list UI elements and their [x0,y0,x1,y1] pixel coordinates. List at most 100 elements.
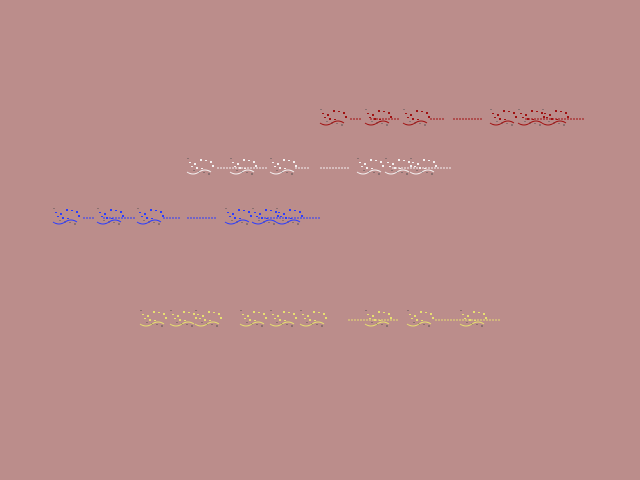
glyph-mark [286,324,288,325]
glyph-mark [321,325,323,327]
glyph-mark [184,320,186,321]
glyph-cluster [384,158,412,175]
glyph-mark [485,317,487,319]
glyph-mark [341,124,343,126]
glyph-mark [381,324,383,325]
glyph-mark [150,209,152,211]
glyph-mark [97,208,99,209]
glyph-mark [563,124,565,126]
glyph-mark [365,310,367,311]
glyph-mark [506,123,508,124]
glyph-mark [405,113,407,114]
glyph-mark [333,110,335,112]
glyph-mark [253,311,255,313]
glyph-mark [216,325,218,327]
glyph-mark [318,312,320,313]
glyph-mark [120,211,122,213]
glyph-mark [273,223,275,225]
glyph-mark [265,209,267,211]
glyph-mark [255,165,257,167]
glyph-mark [416,110,418,112]
glyph-mark [194,163,196,165]
glyph-mark [428,325,430,327]
glyph-mark [293,161,295,163]
glyph-mark [304,318,306,319]
glyph-mark [149,319,151,321]
glyph-mark [371,121,373,122]
glyph-mark [78,215,80,217]
glyph-mark [283,213,285,215]
glyph-mark [372,315,374,317]
glyph-mark [481,325,483,327]
glyph-mark [357,158,359,159]
glyph-mark [421,320,423,321]
glyph-mark [387,162,389,163]
glyph-mark [282,220,284,221]
glyph-cluster [541,109,569,126]
glyph-mark [275,211,277,213]
glyph-mark [288,312,290,313]
glyph-mark [492,113,494,114]
glyph-mark [293,313,295,315]
glyph-mark [365,109,367,110]
glyph-mark [122,215,124,217]
glyph-mark [364,163,366,165]
glyph-mark [250,215,252,217]
glyph-cluster [406,310,434,327]
glyph-mark [419,167,421,169]
glyph-mark [423,159,425,161]
glyph-mark [476,324,478,325]
glyph-mark [189,162,191,163]
glyph-mark [243,159,245,161]
glyph-mark [147,315,149,317]
glyph-mark [232,162,234,163]
glyph-mark [373,172,375,173]
glyph-curve [299,321,325,327]
glyph-mark [258,220,260,221]
glyph-mark [170,310,172,311]
glyph-curve [356,169,382,175]
glyph-mark [244,168,246,169]
glyph-mark [201,168,203,169]
glyph-curve [169,321,195,327]
glyph-mark [253,161,255,163]
glyph-mark [237,163,239,165]
glyph-mark [270,210,272,211]
glyph-mark [213,312,215,313]
glyph-mark [156,324,158,325]
glyph-mark [363,170,365,171]
glyph-mark [249,319,251,321]
glyph-mark [276,208,278,209]
glyph-mark [268,222,270,223]
glyph-mark [409,121,411,122]
glyph-mark [74,223,76,225]
glyph-mark [179,319,181,321]
glyph-mark [515,116,517,118]
glyph-curve [275,219,301,225]
glyph-cluster [96,208,124,225]
glyph-mark [551,118,553,120]
glyph-cluster [319,109,347,126]
glyph-mark [106,217,108,219]
glyph-mark [555,110,557,112]
glyph-mark [183,311,185,313]
glyph-mark [336,123,338,124]
glyph-mark [389,166,391,167]
glyph-mark [520,113,522,114]
glyph-mark [307,315,309,317]
glyph-mark [406,173,408,175]
glyph-mark [227,212,229,213]
glyph-mark [543,116,545,118]
glyph-mark [195,317,197,319]
glyph-mark [292,222,294,223]
glyph-mark [286,172,288,173]
glyph-mark [115,210,117,211]
glyph-curve [364,321,390,327]
glyph-curve [96,219,122,225]
glyph-mark [274,166,276,167]
glyph-mark [361,166,363,167]
glyph-mark [246,172,248,173]
glyph-mark [236,170,238,171]
glyph-mark [210,161,212,163]
